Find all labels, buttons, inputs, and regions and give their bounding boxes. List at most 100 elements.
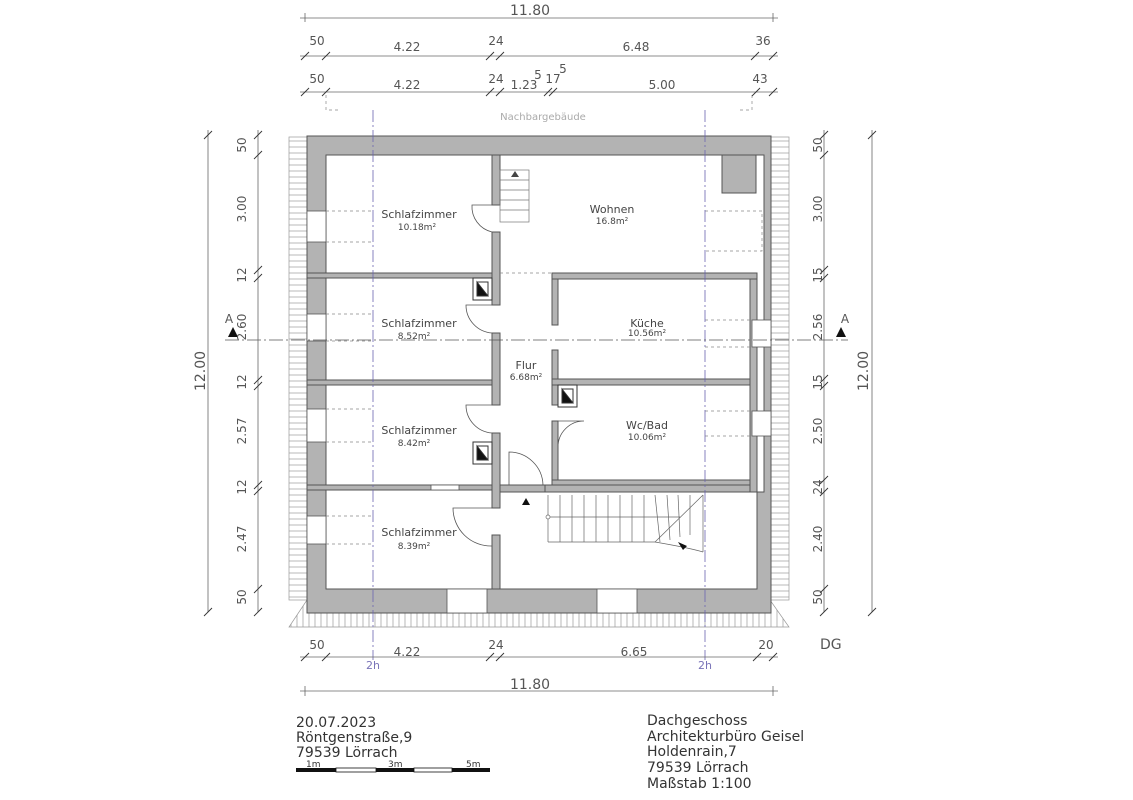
axis-label-right: 2h <box>698 659 712 672</box>
dimension-lines <box>207 13 873 696</box>
shafts <box>472 277 578 465</box>
dim-left-8: 50 <box>235 589 249 604</box>
tick-right-col-7 <box>819 487 829 497</box>
tick-right-col-3 <box>819 273 829 283</box>
tick-left-col-7 <box>253 486 263 496</box>
main-stair <box>522 494 704 553</box>
room-name-bedroom-4: Schlafzimmer <box>381 526 457 539</box>
dim-top2-h: 5.00 <box>649 78 676 92</box>
section-marker-right: A <box>841 312 850 326</box>
tick-top1-5 <box>768 51 778 61</box>
dim-right-2: 15 <box>811 267 825 282</box>
dim-right-4: 15 <box>811 374 825 389</box>
info-scale: Maßstab 1:100 <box>647 776 752 792</box>
room-name-bathroom: Wc/Bad <box>626 419 668 432</box>
tick-bottom-0 <box>300 652 310 662</box>
dashed-lines <box>325 95 763 545</box>
dim-top1-a: 50 <box>309 34 324 48</box>
scale-label-3m: 3m <box>388 760 403 770</box>
dim-top1-d: 6.48 <box>623 40 650 54</box>
tick-top1-1 <box>321 51 331 61</box>
room-name-living: Wohnen <box>590 203 635 216</box>
axis-lines <box>372 110 706 660</box>
room-area-bedroom-1: 10.18m² <box>398 223 437 233</box>
tick-right-col-8 <box>819 584 829 594</box>
tick-left-total-1 <box>203 607 213 617</box>
tick-right-total-0 <box>867 130 877 140</box>
room-area-bedroom-3: 8.42m² <box>398 439 431 449</box>
doors <box>452 204 585 547</box>
dim-left-7: 2.47 <box>235 526 249 553</box>
dim-top1-e: 36 <box>755 34 770 48</box>
dim-bottom-a: 50 <box>309 638 324 652</box>
tick-left-col-3 <box>253 273 263 283</box>
walls <box>306 135 772 614</box>
info-architect-city: 79539 Lörrach <box>647 760 749 776</box>
tick-right-col-6 <box>819 475 829 485</box>
room-area-kitchen: 10.56m² <box>628 329 667 339</box>
scale-label-5m: 5m <box>466 760 481 770</box>
dim-top2-e: 5 <box>534 68 542 82</box>
dim-top-total: 11.80 <box>510 3 550 19</box>
tick-right-col-2 <box>819 265 829 275</box>
tick-left-total-0 <box>203 130 213 140</box>
info-floor: Dachgeschoss <box>647 713 747 729</box>
tick-top2-5 <box>548 87 558 97</box>
scale-label-1m: 1m <box>306 760 321 770</box>
tick-left-col-4 <box>253 375 263 385</box>
tick-top2-3 <box>495 87 505 97</box>
tick-top2-4 <box>543 87 553 97</box>
room-area-bedroom-2: 8.52m² <box>398 332 431 342</box>
dim-left-3: 2.60 <box>235 314 249 341</box>
tick-bottom-4 <box>752 652 762 662</box>
info-architect-street: Holdenrain,7 <box>647 744 737 760</box>
dim-left-2: 12 <box>235 267 249 282</box>
tick-bottom-1 <box>321 652 331 662</box>
room-name-kitchen: Küche <box>630 317 664 330</box>
tick-left-col-2 <box>253 265 263 275</box>
tick-top2-0 <box>300 87 310 97</box>
neighbor-label: Nachbargebäude <box>500 112 586 123</box>
section-marker-left: A <box>225 312 234 326</box>
dim-top2-d: 1.23 <box>511 78 538 92</box>
tick-top2-6 <box>751 87 761 97</box>
info-architect: Architekturbüro Geisel <box>647 729 804 745</box>
tick-right-col-5 <box>819 381 829 391</box>
tick-left-col-8 <box>253 584 263 594</box>
info-date: 20.07.2023 <box>296 715 376 731</box>
dim-right-6: 24 <box>811 479 825 494</box>
room-name-hall: Flur <box>516 359 537 372</box>
dim-left-4: 12 <box>235 374 249 389</box>
tick-top1-0 <box>300 51 310 61</box>
dim-right-3: 2.56 <box>811 314 825 341</box>
tick-bottom-3 <box>495 652 505 662</box>
section-markers <box>228 327 846 337</box>
dim-left-6: 12 <box>235 479 249 494</box>
dim-right-5: 2.50 <box>811 418 825 445</box>
dimension-ticks <box>203 51 877 662</box>
tick-right-total-1 <box>867 607 877 617</box>
info-street: Röntgenstraße,9 <box>296 730 412 746</box>
room-name-bedroom-3: Schlafzimmer <box>381 424 457 437</box>
level-label: DG <box>820 637 842 653</box>
dim-top2-g: 5 <box>559 62 567 76</box>
tick-left-col-6 <box>253 480 263 490</box>
dim-top2-f: 17 <box>545 72 560 86</box>
dim-right-total: 12.00 <box>856 351 872 391</box>
tick-top1-4 <box>750 51 760 61</box>
dim-top2-c: 24 <box>488 72 503 86</box>
dim-right-8: 50 <box>811 589 825 604</box>
dim-left-0: 50 <box>235 137 249 152</box>
dim-right-0: 50 <box>811 137 825 152</box>
tick-right-col-1 <box>819 150 829 160</box>
dim-left-5: 2.57 <box>235 418 249 445</box>
tick-top2-7 <box>768 87 778 97</box>
tick-left-col-9 <box>253 607 263 617</box>
room-area-living: 16.8m² <box>596 217 629 227</box>
room-name-bedroom-2: Schlafzimmer <box>381 317 457 330</box>
dim-bottom-c: 24 <box>488 638 503 652</box>
dim-right-7: 2.40 <box>811 526 825 553</box>
